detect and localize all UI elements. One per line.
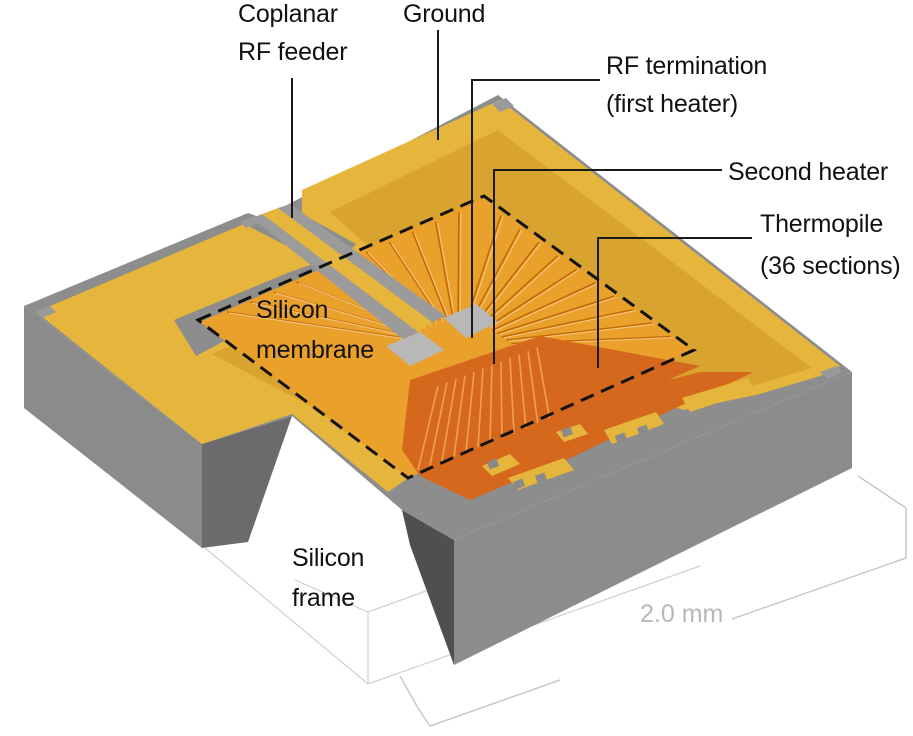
thermopile-finger-highlight <box>484 256 561 325</box>
label-frame-line1: Silicon <box>292 544 364 572</box>
label-rf-termination-line2: (first heater) <box>606 90 738 118</box>
thermopile-finger-highlight <box>494 283 598 332</box>
label-frame-line2: frame <box>292 584 355 612</box>
coplanar-feeder-gap-right <box>278 204 446 322</box>
label-coplanar-line2: RF feeder <box>238 38 347 66</box>
label-rf-termination-line1: RF termination <box>606 52 767 80</box>
label-membrane-line2: membrane <box>256 336 374 364</box>
membrane-outline <box>195 194 697 480</box>
thermopile-finger <box>496 295 615 335</box>
thermopile-finger <box>477 241 540 321</box>
thermopile-lead-lines <box>417 347 551 471</box>
thermopile-finger-highlight <box>470 216 504 315</box>
thermopile-finger-highlight <box>503 310 636 339</box>
corner-notches <box>36 98 842 378</box>
bond-squares <box>486 424 650 490</box>
coplanar-feeder-gap <box>252 214 418 340</box>
label-second-heater: Second heater <box>728 158 888 186</box>
thermopile-lead-line <box>465 371 475 453</box>
label-dimension: 2.0 mm <box>640 600 723 628</box>
cavity-left-wall <box>202 416 292 548</box>
thermopile-finger-highlight <box>437 222 456 317</box>
thermopile-lead-line <box>441 378 457 462</box>
thermopile-finger <box>434 221 454 316</box>
thermopile-finger <box>467 215 502 314</box>
thermopile-finger <box>227 311 401 339</box>
leader-lines <box>291 30 752 368</box>
thermopile-lead-line <box>477 368 484 448</box>
thermopile-finger <box>506 322 653 342</box>
thermopile-finger-highlight <box>508 323 655 342</box>
thermopile-finger <box>457 211 460 313</box>
ground-plane-left <box>36 224 420 492</box>
rf-termination-left <box>386 332 444 366</box>
thermopile-finger <box>472 228 521 318</box>
thermopile-finger <box>482 255 559 325</box>
thermopile-finger <box>487 268 577 328</box>
frame-left-wall <box>24 306 202 548</box>
label-thermopile-line1: Thermopile <box>760 210 883 238</box>
thermopile-finger-highlight <box>229 312 403 340</box>
thermopile-lead-line <box>509 357 515 435</box>
thermopile-finger-highlight <box>489 269 579 329</box>
label-membrane-line1: Silicon <box>256 296 328 324</box>
thermopile-finger-highlight <box>479 242 542 322</box>
label-thermopile-line2: (36 sections) <box>760 252 901 280</box>
thermopile-lead-line <box>429 382 448 466</box>
thermopile-lead-line <box>500 361 503 439</box>
label-coplanar-line1: Coplanar <box>238 0 338 28</box>
thermopile-leads <box>402 336 700 476</box>
thermopile-lead-line <box>417 385 439 471</box>
thermopile-finger-highlight <box>459 212 462 314</box>
pad-block-5 <box>682 378 756 412</box>
dimension-indicator <box>399 475 907 727</box>
thermopile-finger-highlight <box>413 232 450 319</box>
thermopile-lead-line <box>536 347 551 421</box>
thermopile-finger-highlight <box>474 229 523 319</box>
thermopile-finger <box>492 282 596 331</box>
frame-right-wall <box>454 372 852 665</box>
coplanar-feeder <box>262 208 432 332</box>
cavity-right-wall <box>402 510 454 665</box>
thermopile-lead-line <box>518 354 527 430</box>
thermopile-finger <box>501 308 634 338</box>
label-ground: Ground <box>403 0 485 28</box>
pad-block-1 <box>482 454 520 476</box>
thermopile-lead-line <box>527 350 539 426</box>
thermopile-lead-line <box>453 375 466 457</box>
thermopile-lead-line <box>489 364 493 444</box>
thermopile-finger <box>411 231 448 318</box>
thermopile-finger-highlight <box>252 302 409 337</box>
thermopile-finger-highlight <box>498 296 617 336</box>
